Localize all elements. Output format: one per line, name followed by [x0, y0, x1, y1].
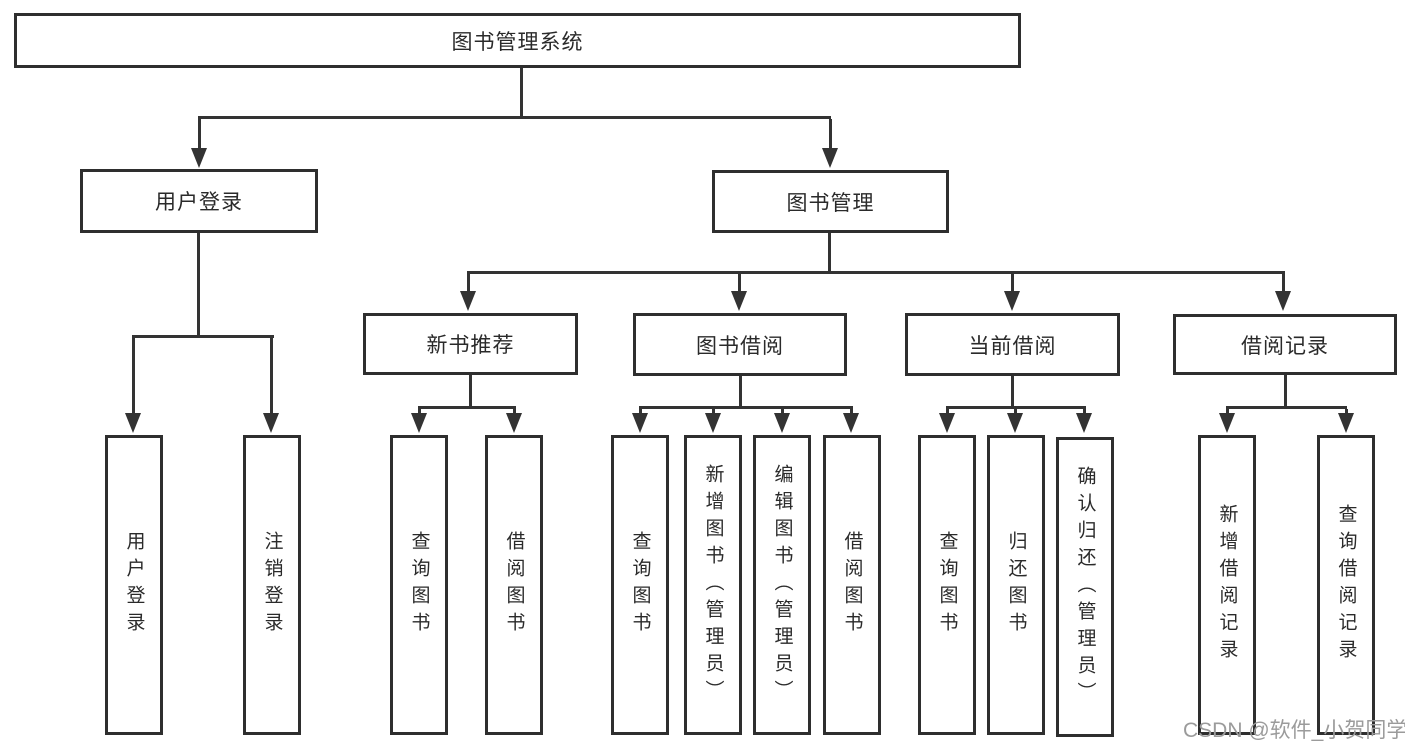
arrow-down-icon: [263, 413, 279, 433]
leaf-query-books-current: 查询图书: [918, 435, 976, 735]
connector-book-management-bar: [467, 271, 1285, 274]
leaf-label: 查询图书: [408, 531, 430, 639]
connector-drop: [1014, 409, 1017, 414]
node-current-borrow: 当前借阅: [905, 313, 1120, 376]
connector-drop-new-book-recommend: [467, 274, 470, 292]
leaf-user-login: 用户登录: [105, 435, 163, 735]
arrow-down-icon: [1004, 291, 1020, 311]
connector-book-management-stem: [828, 233, 831, 274]
leaf-query-borrow-record: 查询借阅记录: [1317, 435, 1375, 735]
connector-drop-leaf-logout: [270, 338, 273, 414]
connector-drop-leaf-user-login: [132, 338, 135, 414]
node-user-login: 用户登录: [80, 169, 318, 233]
connector-drop: [946, 409, 949, 414]
arrow-down-icon: [506, 413, 522, 433]
leaf-return-books: 归还图书: [987, 435, 1045, 735]
leaf-label: 用户登录: [123, 531, 145, 639]
node-book-management-label: 图书管理: [786, 191, 875, 215]
arrow-down-icon: [939, 413, 955, 433]
connector-drop: [781, 409, 784, 414]
leaf-label: 借阅图书: [503, 531, 525, 639]
leaf-logout: 注销登录: [243, 435, 301, 735]
arrow-down-icon: [1076, 413, 1092, 433]
arrow-down-icon: [191, 148, 207, 168]
arrow-down-icon: [843, 413, 859, 433]
connector-drop: [513, 409, 516, 414]
connector-book-borrow-bar: [639, 406, 853, 409]
arrow-down-icon: [460, 291, 476, 311]
node-borrow-records-label: 借阅记录: [1241, 334, 1329, 358]
arrow-down-icon: [125, 413, 141, 433]
leaf-label: 编辑图书（管理员）: [771, 463, 793, 707]
connector-drop-current-borrow: [1011, 274, 1014, 292]
node-new-book-recommend-label: 新书推荐: [426, 334, 515, 357]
node-borrow-records: 借阅记录: [1173, 314, 1397, 375]
leaf-label: 查询图书: [629, 531, 651, 639]
leaf-label: 借阅图书: [841, 531, 863, 639]
node-user-login-label: 用户登录: [155, 191, 243, 214]
leaf-add-books-admin: 新增图书（管理员）: [684, 435, 742, 735]
connector-drop-book-borrow: [738, 274, 741, 292]
connector-user-login-stem: [197, 233, 200, 336]
connector-new-book-stem: [469, 375, 472, 406]
leaf-query-books-recommend: 查询图书: [390, 435, 448, 735]
connector-drop-borrow-records: [1282, 274, 1285, 292]
node-book-borrow: 图书借阅: [633, 313, 847, 376]
arrow-down-icon: [731, 291, 747, 311]
connector-user-login-bar: [132, 335, 274, 338]
arrow-down-icon: [411, 413, 427, 433]
connector-book-borrow-stem: [739, 376, 742, 406]
node-new-book-recommend: 新书推荐: [363, 313, 578, 375]
arrow-down-icon: [1007, 413, 1023, 433]
connector-current-borrow-stem: [1011, 376, 1014, 406]
connector-drop: [1083, 409, 1086, 414]
leaf-add-borrow-record: 新增借阅记录: [1198, 435, 1256, 735]
connector-drop: [712, 409, 715, 414]
connector-drop: [850, 409, 853, 414]
arrow-down-icon: [1275, 291, 1291, 311]
connector-root-stem: [520, 68, 523, 118]
connector-drop-user-login: [198, 119, 201, 150]
leaf-label: 新增图书（管理员）: [702, 463, 724, 707]
node-root-label: 图书管理系统: [451, 30, 584, 54]
arrow-down-icon: [774, 413, 790, 433]
leaf-query-books-borrow: 查询图书: [611, 435, 669, 735]
leaf-label: 查询图书: [936, 531, 958, 639]
connector-drop: [1226, 409, 1229, 414]
connector-current-borrow-bar: [946, 406, 1086, 409]
connector-level1-bar: [198, 116, 831, 119]
leaf-label: 查询借阅记录: [1335, 504, 1357, 666]
node-current-borrow-label: 当前借阅: [968, 334, 1057, 358]
connector-new-book-bar: [418, 406, 516, 409]
arrow-down-icon: [822, 148, 838, 168]
leaf-borrow-books-borrow: 借阅图书: [823, 435, 881, 735]
connector-drop: [639, 409, 642, 414]
leaf-label: 新增借阅记录: [1216, 504, 1238, 666]
node-book-management: 图书管理: [712, 170, 949, 233]
leaf-label: 确认归还（管理员）: [1074, 465, 1096, 709]
arrow-down-icon: [632, 413, 648, 433]
leaf-label: 归还图书: [1005, 531, 1027, 639]
watermark: CSDN @软件_小贺同学: [1183, 719, 1405, 742]
connector-borrow-records-stem: [1284, 375, 1287, 406]
leaf-label: 注销登录: [261, 531, 283, 639]
leaf-borrow-books-recommend: 借阅图书: [485, 435, 543, 735]
arrow-down-icon: [1338, 413, 1354, 433]
connector-drop: [418, 409, 421, 414]
node-root: 图书管理系统: [14, 13, 1021, 68]
arrow-down-icon: [705, 413, 721, 433]
leaf-edit-books-admin: 编辑图书（管理员）: [753, 435, 811, 735]
leaf-confirm-return-admin: 确认归还（管理员）: [1056, 437, 1114, 737]
connector-borrow-records-bar: [1226, 406, 1347, 409]
connector-drop: [1345, 409, 1348, 414]
connector-drop-book-management: [829, 119, 832, 150]
node-book-borrow-label: 图书借阅: [696, 334, 784, 358]
arrow-down-icon: [1219, 413, 1235, 433]
